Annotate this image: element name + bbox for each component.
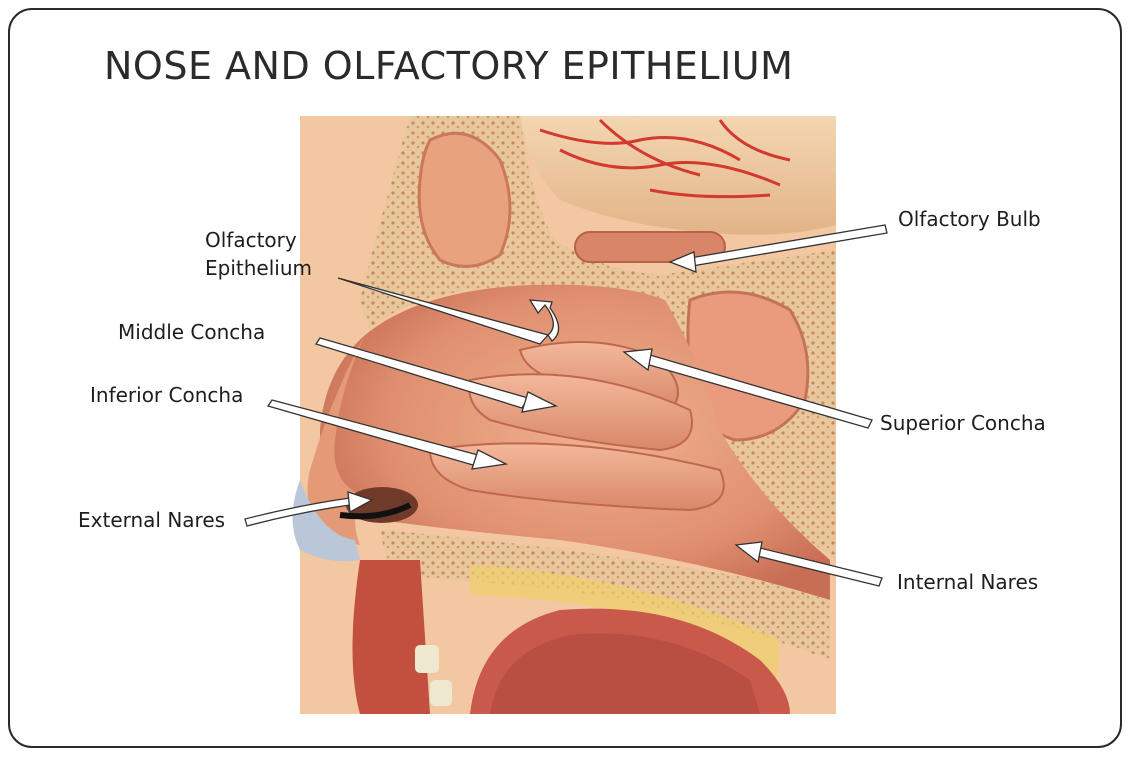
tooth-1	[415, 645, 439, 673]
label-inferior-concha: Inferior Concha	[90, 381, 243, 409]
label-external-nares: External Nares	[78, 506, 225, 534]
label-olfactory-epithelium-line1: Olfactory	[205, 226, 297, 254]
label-internal-nares: Internal Nares	[897, 568, 1038, 596]
upper-lip	[353, 560, 431, 714]
tooth-2	[430, 680, 452, 706]
frontal-sinus	[419, 133, 510, 266]
label-olfactory-bulb: Olfactory Bulb	[898, 205, 1041, 233]
label-olfactory-epithelium-line2: Epithelium	[205, 254, 312, 282]
label-superior-concha: Superior Concha	[880, 409, 1046, 437]
figure-title: NOSE AND OLFACTORY EPITHELIUM	[104, 44, 793, 88]
label-middle-concha: Middle Concha	[118, 318, 265, 346]
